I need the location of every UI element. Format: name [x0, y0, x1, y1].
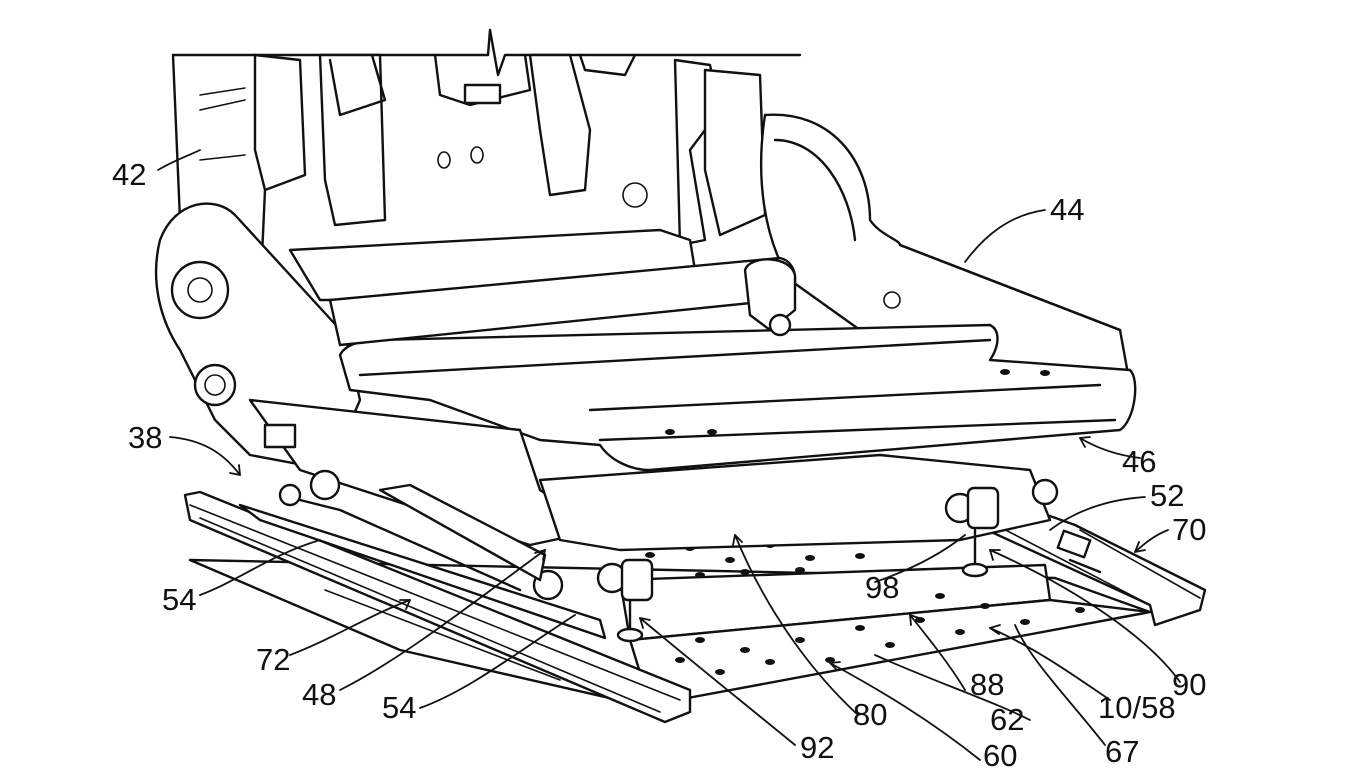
callout-67: 67: [1105, 734, 1139, 768]
callout-44: 44: [1050, 192, 1084, 227]
seat-back: [171, 28, 802, 312]
callout-92: 92: [800, 730, 834, 765]
callout-46: 46: [1122, 444, 1156, 479]
callout-42: 42: [112, 157, 146, 192]
callout-52: 52: [1150, 478, 1184, 513]
callout-80: 80: [853, 697, 887, 732]
reference-numerals: 42 44 38 46 52 70 54 98 90 72 48 54 88 1…: [112, 157, 1206, 768]
callout-90: 90: [1172, 667, 1206, 702]
callout-72: 72: [256, 642, 290, 677]
left-rail: [183, 490, 692, 724]
callout-54-lower: 54: [382, 690, 416, 725]
callout-60: 60: [983, 738, 1017, 768]
callout-38: 38: [128, 420, 162, 455]
callout-48: 48: [302, 677, 336, 712]
callout-54-left: 54: [162, 582, 196, 617]
seat-bottom: [154, 113, 1137, 643]
callout-10-58: 10/58: [1098, 690, 1176, 725]
callout-62: 62: [990, 702, 1024, 737]
callout-70: 70: [1172, 512, 1206, 547]
leader-lines: [157, 149, 1181, 761]
callout-88: 88: [970, 667, 1004, 702]
callout-98: 98: [865, 570, 899, 605]
